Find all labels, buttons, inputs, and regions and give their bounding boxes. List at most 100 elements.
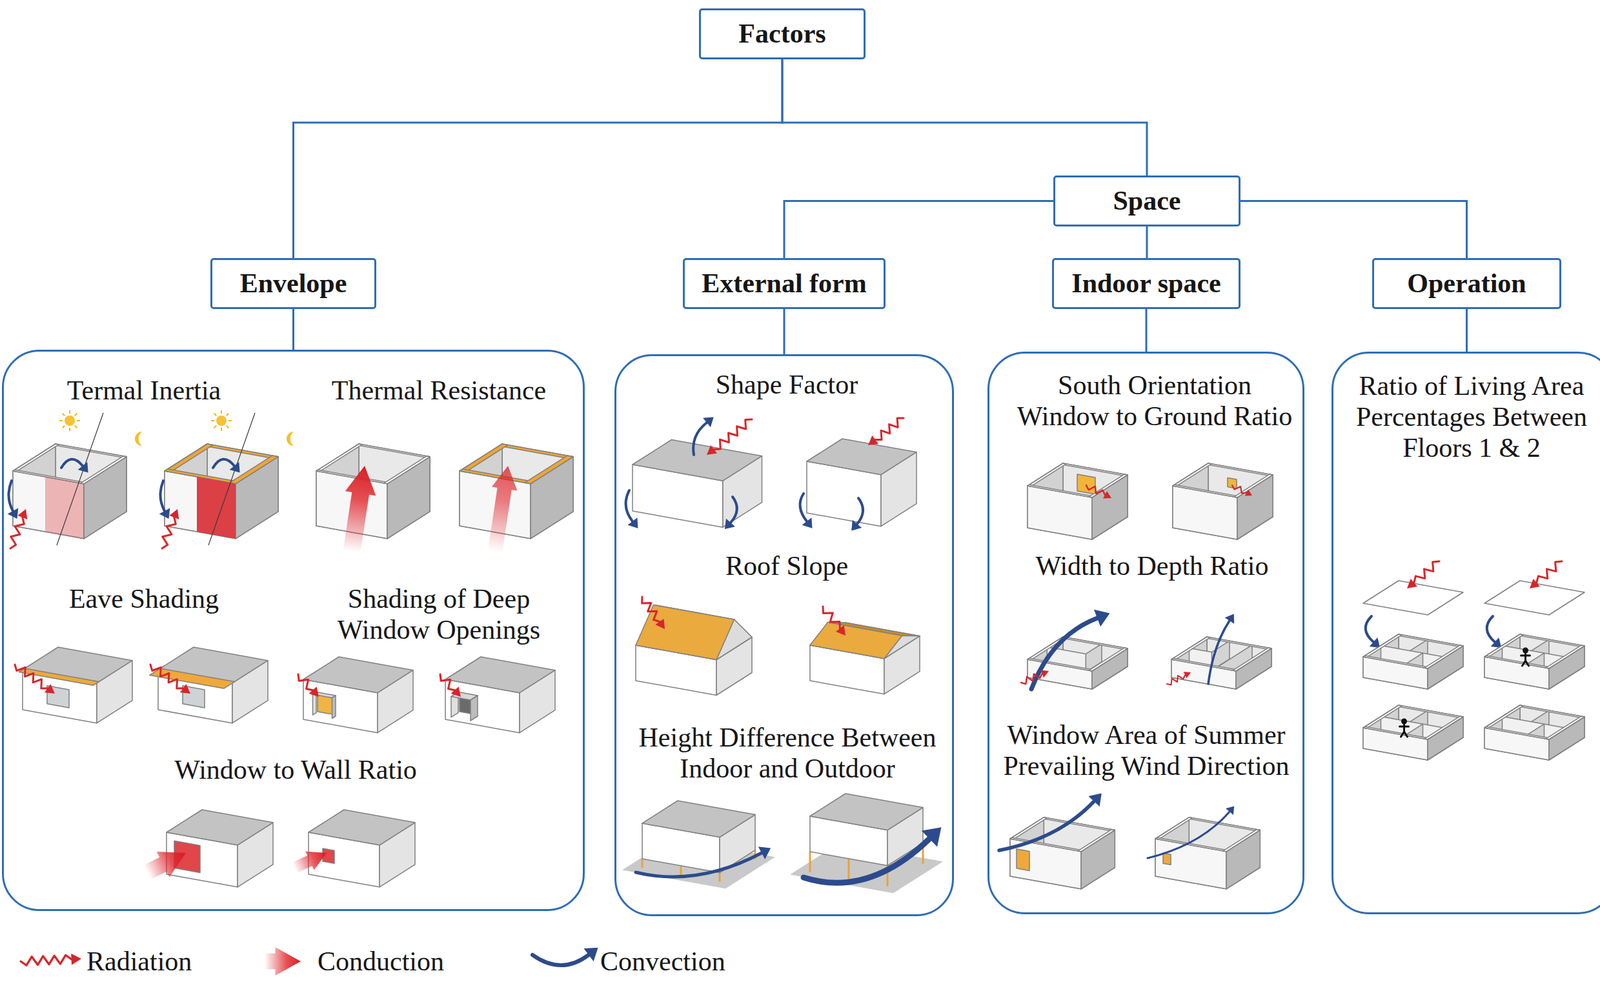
conduction-arrow <box>487 465 518 554</box>
person-head <box>1522 648 1529 654</box>
wall-top <box>1042 817 1116 832</box>
radiation-wave <box>822 606 840 629</box>
sun-ray <box>69 427 71 432</box>
category-box: Space <box>1053 175 1241 227</box>
radiation-wave <box>1232 485 1247 494</box>
conduction-arrow <box>264 947 301 976</box>
radiation-wave <box>14 664 48 689</box>
stilt <box>718 873 721 883</box>
tree-connector <box>1145 309 1148 352</box>
eave-overhang <box>19 668 100 686</box>
factor-label: Roof Slope <box>644 550 929 582</box>
radiation-arrowhead <box>1245 489 1253 497</box>
room-right-wall <box>1427 646 1464 690</box>
window-fin <box>332 695 337 719</box>
stilt <box>680 866 683 876</box>
person-body <box>1399 724 1409 738</box>
illustration-group <box>7 410 1585 976</box>
convection-arrow <box>160 480 165 512</box>
conduction-arrow <box>143 851 187 880</box>
radiation-wave <box>1414 561 1440 583</box>
wall-top <box>229 455 279 485</box>
radiation-arrowhead <box>180 684 191 694</box>
radiation-wave <box>1166 675 1185 685</box>
factor-group-panel: Ratio of Living Area Percentages Between… <box>1331 351 1600 915</box>
sun-ray <box>226 413 230 417</box>
box-top <box>303 657 414 694</box>
roof-front <box>635 605 735 661</box>
factor-label: Width to Depth Ratio <box>1010 550 1295 582</box>
radiation-arrowhead <box>17 509 28 520</box>
convection-arrow <box>1147 811 1230 859</box>
factor-label: Shading of Deep Window Openings <box>322 583 556 647</box>
box-top <box>632 440 763 482</box>
conduction-arrow <box>343 465 377 554</box>
tree-connector <box>782 59 1147 176</box>
sun-ray <box>226 425 230 429</box>
box-top <box>308 810 416 846</box>
wall-top <box>1088 648 1128 672</box>
tree-connector <box>783 309 786 355</box>
radiation-arrowhead <box>868 435 879 446</box>
convection-arrow <box>693 422 707 456</box>
box-top <box>810 622 920 659</box>
window <box>1163 853 1171 865</box>
wall-top <box>1234 474 1273 498</box>
factor-label: Window Area of Summer Prevailing Wind Di… <box>996 719 1297 783</box>
radiation-wave <box>1021 673 1043 685</box>
convection-arrowhead <box>583 948 598 962</box>
sun-ray <box>228 420 232 422</box>
wall-top <box>1061 637 1128 650</box>
wall-top <box>1396 705 1464 719</box>
sun <box>216 415 227 426</box>
convection-arrow <box>857 498 863 525</box>
wall-top <box>1424 716 1464 740</box>
radiation-arrowhead <box>706 445 718 456</box>
convection-arrowhead <box>758 846 771 860</box>
category-box: Envelope <box>210 258 377 310</box>
room-front-wall <box>1155 839 1227 890</box>
radiation-wave <box>642 597 660 623</box>
wall-top <box>524 455 574 485</box>
convection-arrowhead <box>1225 614 1235 625</box>
radiation-wave <box>298 674 314 691</box>
sun-ray <box>59 420 63 422</box>
wall-top <box>1518 634 1585 648</box>
moon <box>286 431 294 446</box>
box-top <box>810 793 923 831</box>
factor-label: Termal Inertia <box>27 374 261 406</box>
radiation-arrowhead <box>70 953 82 966</box>
radiation-wave <box>1086 485 1105 496</box>
factor-group-panel: South Orientation Window to Ground Ratio… <box>987 351 1305 915</box>
convection-arrow <box>1365 616 1374 643</box>
tree-connector <box>1240 201 1468 259</box>
factor-label: South Orientation Window to Ground Ratio <box>1012 369 1298 433</box>
radiation-wave <box>713 419 752 450</box>
convection-arrowhead <box>159 508 171 519</box>
wall-top <box>1206 463 1273 477</box>
radiation-wave <box>150 664 184 689</box>
sun <box>64 415 75 426</box>
convection-arrowhead <box>1490 637 1502 649</box>
convection-arrow <box>730 496 738 523</box>
convection-arrowhead <box>851 520 862 532</box>
tree-connector <box>1146 226 1149 259</box>
wall-top <box>498 444 574 459</box>
wall-top <box>1061 463 1128 477</box>
window-fin <box>470 695 478 721</box>
stilt <box>809 851 812 873</box>
wall-top <box>384 456 430 485</box>
radiation-wave <box>875 418 904 441</box>
radiation-wave <box>10 517 24 549</box>
tree-connector <box>784 201 1054 259</box>
radiation-arrowhead <box>1529 578 1540 589</box>
wall-top <box>1171 658 1238 672</box>
room-right-wall <box>1427 717 1464 761</box>
convection-arrowhead <box>627 517 639 529</box>
convection-arrowhead <box>724 518 736 530</box>
wall-top <box>1027 484 1094 498</box>
wall-top <box>1518 705 1585 719</box>
category-label: Indoor space <box>1071 267 1221 299</box>
radiation-arrowhead <box>1103 491 1112 499</box>
